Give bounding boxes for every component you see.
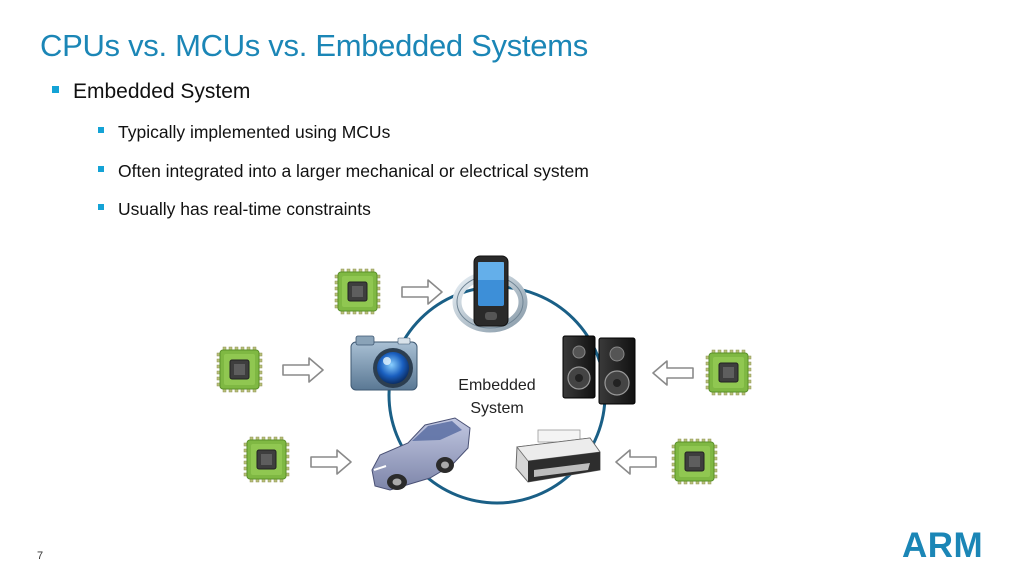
diagram-center-label: Embedded System: [437, 374, 557, 420]
bullet-square-icon: [98, 204, 104, 211]
slide-title: CPUs vs. MCUs vs. Embedded Systems: [40, 28, 588, 63]
hollow-arrow-icon: [615, 449, 657, 475]
bullet-embedded-system: Embedded System: [52, 80, 250, 104]
bullet-text: Embedded System: [73, 80, 251, 103]
hollow-arrow-icon: [310, 449, 352, 475]
bullet-square-icon: [52, 85, 59, 93]
sub-bullet-2: Often integrated into a larger mechanica…: [98, 161, 589, 182]
hollow-arrow-icon: [652, 360, 694, 386]
bullet-square-icon: [98, 127, 104, 134]
microcontroller-chip-icon: [671, 438, 718, 485]
microcontroller-chip-icon: [216, 346, 263, 393]
microcontroller-chip-icon: [705, 349, 752, 396]
arm-logo: ARM: [902, 526, 984, 565]
page-number: 7: [37, 550, 44, 562]
microcontroller-chip-icon: [334, 268, 381, 315]
hollow-arrow-icon: [401, 279, 443, 305]
printer-icon: [515, 429, 601, 483]
hollow-arrow-icon: [282, 357, 324, 383]
sub-bullet-text: Often integrated into a larger mechanica…: [118, 161, 589, 181]
sub-bullet-3: Usually has real-time constraints: [98, 199, 371, 220]
camera-icon: [350, 335, 418, 391]
speakers-icon: [562, 335, 636, 405]
center-label-line2: System: [470, 400, 524, 417]
sub-bullet-text: Typically implemented using MCUs: [118, 122, 391, 142]
sub-bullet-text: Usually has real-time constraints: [118, 199, 371, 219]
microcontroller-chip-icon: [243, 436, 290, 483]
car-icon: [371, 417, 471, 491]
mobile-phone-icon: [452, 255, 528, 333]
center-label-line1: Embedded: [458, 377, 536, 394]
sub-bullet-1: Typically implemented using MCUs: [98, 122, 390, 143]
bullet-square-icon: [98, 166, 104, 173]
